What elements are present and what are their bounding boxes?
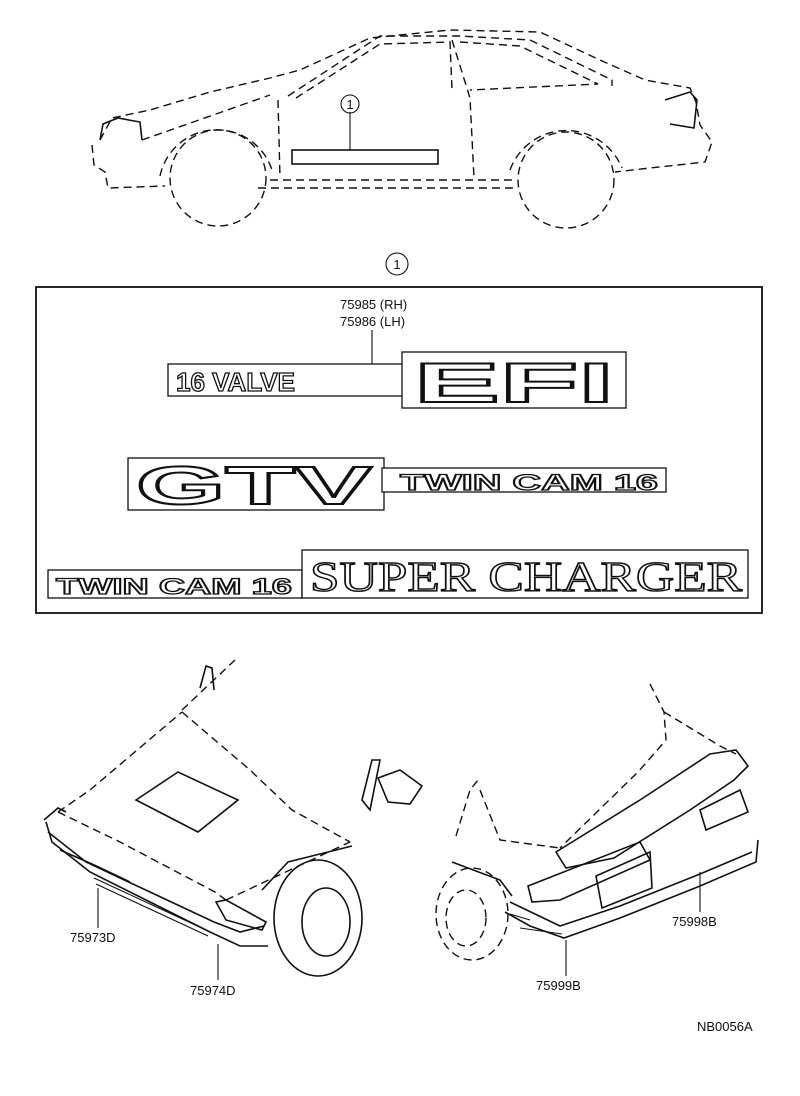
emblem-text-gtv: GTV bbox=[136, 456, 372, 516]
emblem-16-valve-efi: 16 VALVE EFI bbox=[167, 350, 627, 415]
emblem-gtv-twin-cam: GTV TWIN CAM 16 bbox=[127, 455, 667, 517]
emblem-text-efi: EFI bbox=[414, 351, 614, 414]
rear-label-left: 75999B bbox=[536, 978, 581, 993]
callout-number-box: 1 bbox=[393, 257, 400, 272]
front-label-right: 75974D bbox=[190, 983, 236, 998]
car-side-view: 1 bbox=[91, 29, 713, 229]
emblem-twin-cam-super-charger: TWIN CAM 16 SUPER CHARGER bbox=[47, 549, 749, 602]
figure-code: NB0056A bbox=[697, 1019, 753, 1034]
callout-circle-car bbox=[340, 94, 360, 114]
emblem-box: 75985 (RH) 75986 (LH) 16 VALVE EFI GTV T… bbox=[35, 286, 763, 614]
callout-circle-box bbox=[385, 252, 409, 276]
emblem-text-twin-cam-16: TWIN CAM 16 bbox=[400, 470, 658, 495]
front-label-left: 75973D bbox=[70, 930, 116, 945]
emblem-text-twin-cam-16-b: TWIN CAM 16 bbox=[56, 574, 292, 599]
part-number-lh: 75986 (LH) bbox=[340, 314, 405, 329]
emblem-text-super-charger: SUPER CHARGER bbox=[310, 555, 742, 601]
side-stripe bbox=[291, 149, 439, 165]
rear-label-right: 75998B bbox=[672, 914, 717, 929]
callout-number-car: 1 bbox=[346, 97, 353, 112]
car-rear-view: 75999B 75998B bbox=[435, 683, 759, 993]
emblem-text-16-valve: 16 VALVE bbox=[176, 367, 295, 397]
car-front-view: 75973D 75974D bbox=[43, 659, 424, 998]
part-number-rh: 75985 (RH) bbox=[340, 297, 407, 312]
